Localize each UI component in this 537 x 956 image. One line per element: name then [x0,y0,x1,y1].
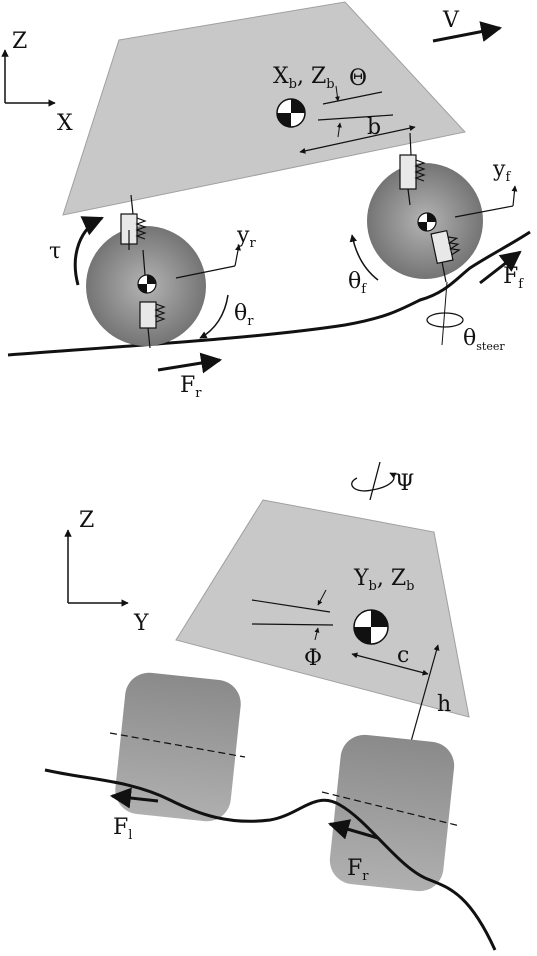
roll-label: Φ [304,646,322,671]
left-tire [109,672,246,822]
rear-suspension [120,194,166,349]
left-force-arrow: Fl [109,787,159,843]
track-label: c [397,643,409,668]
rear-view: Ψ Z Y Yb, Zb Φ [44,461,497,951]
right-tire [321,734,461,892]
rear-wheel-cg-icon [137,274,157,294]
torque-arrow: τ [49,216,104,286]
side-view: Z X V Xb, Zb Θ b [1,1,531,401]
axis-y-label: Y [133,611,149,636]
height-label: h [437,692,451,717]
front-rotation-arrow: θf [348,234,379,297]
front-wheel: yf [367,157,518,279]
body-position-rear-label: Yb, Zb [353,566,414,594]
front-force-label: Ff [503,264,524,292]
left-force-label: Fl [113,815,132,843]
rear-force-arrow: Fr [157,352,223,401]
rear-y-label: yr [236,223,256,251]
body-cg-icon [276,98,306,128]
ground-profile-side [7,230,531,357]
right-force-label: Fr [347,856,369,884]
rear-force-label: Fr [180,373,202,401]
wheelbase-label: b [367,115,381,140]
front-y-label: yf [492,157,511,185]
right-force-arrow: Fr [327,819,379,884]
side-axes: Z X [1,29,73,136]
axis-z-label: Z [12,29,27,54]
torque-label: τ [49,239,61,264]
velocity-arrow: V [432,8,503,43]
theta-f-label: θf [348,269,367,297]
theta-r-label: θr [234,301,254,329]
roll-indicator: Φ [251,589,334,671]
wheelbase-dimension: b [299,115,416,154]
rear-axes: Z Y [64,508,149,636]
body-cg-rear-icon [353,609,389,645]
yaw-label: Ψ [395,471,414,496]
front-suspension [399,132,461,283]
front-wheel-cg-icon [417,212,437,232]
yaw-indicator: Ψ [351,461,414,501]
pitch-label: Θ [349,66,367,91]
vehicle-body-side [62,1,466,216]
body-position-label: Xb, Zb [273,64,335,92]
steer-rotation-arrow: θsteer [426,281,505,353]
theta-steer-label: θsteer [463,326,505,353]
velocity-label: V [442,8,460,33]
axis-x-label: X [57,111,73,136]
rear-rotation-arrow: θr [199,294,254,339]
axis-z2-label: Z [79,508,94,533]
front-force-arrow: Ff [479,250,524,292]
rear-wheel: yr [86,223,256,346]
ground-profile-rear [44,768,497,951]
